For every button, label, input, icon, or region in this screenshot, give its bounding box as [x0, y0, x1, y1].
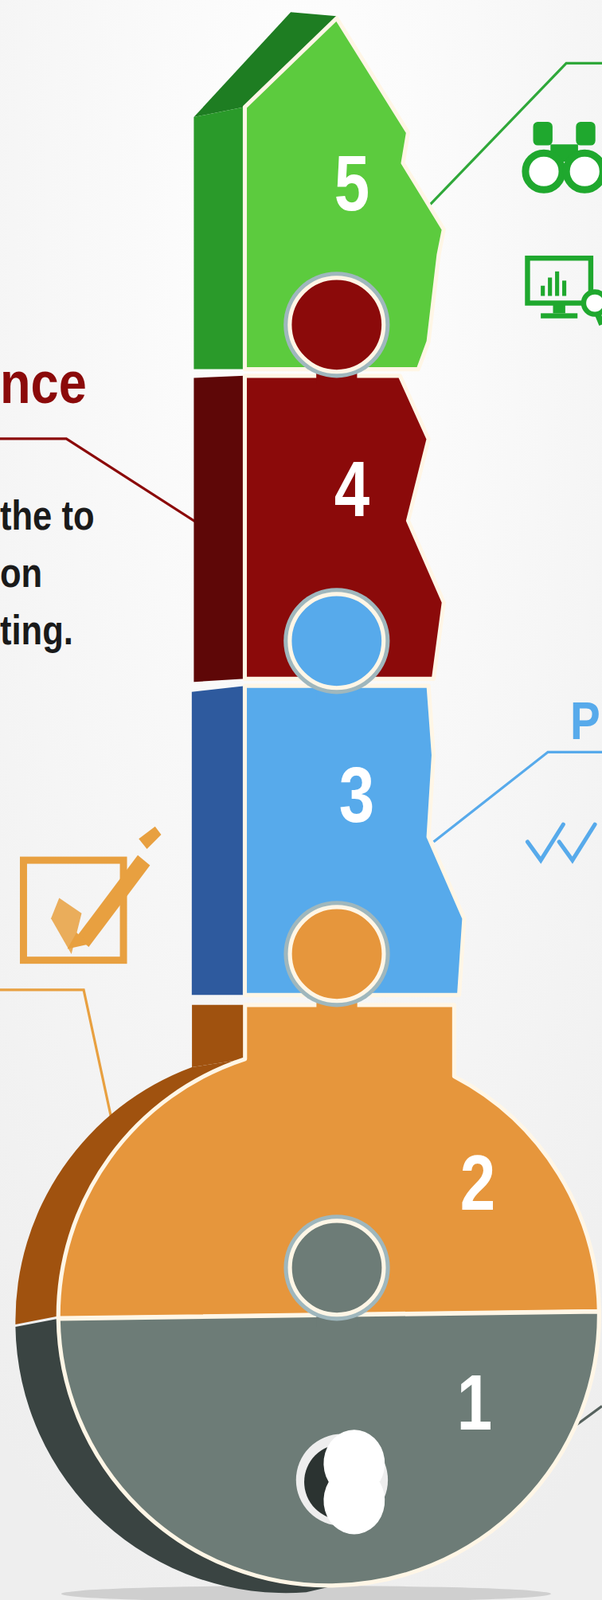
icon-part [566, 152, 602, 190]
step-number: 2 [425, 1139, 530, 1228]
piece-outline [191, 685, 246, 995]
icon-part [552, 303, 565, 314]
icon-part [555, 271, 559, 297]
icon-part [76, 855, 150, 947]
icon-part [559, 824, 595, 860]
step-number: 1 [422, 1359, 527, 1447]
icon-part [138, 826, 161, 849]
icon-part [562, 280, 567, 296]
checkmarks-icon [527, 824, 595, 860]
step-number: 3 [304, 751, 410, 840]
piece-outline [283, 1214, 390, 1321]
body-text: the to on ting. [0, 487, 100, 659]
piece-outline [283, 900, 390, 1007]
icon-part [597, 312, 602, 325]
monitor-icon [527, 258, 602, 325]
step-number: 4 [299, 445, 404, 534]
icon-part [540, 285, 545, 297]
heading-text: P [570, 685, 602, 758]
step-number: 5 [299, 140, 404, 228]
piece-outline [323, 1429, 385, 1534]
icon-part [547, 277, 552, 297]
piece-outline [289, 906, 384, 1001]
piece-outline [283, 587, 390, 694]
icon-part [576, 122, 595, 145]
piece-outline [289, 594, 384, 688]
icon-part [525, 152, 563, 190]
piece-outline [191, 1004, 246, 1068]
piece-outline [193, 107, 245, 370]
puzzle-piece: 1 [10, 1210, 602, 1596]
piece-outline [58, 1004, 599, 1318]
edit-icon [23, 826, 161, 961]
piece-outline [289, 1220, 384, 1315]
heading-text: nce [0, 347, 139, 419]
piece-outline [193, 375, 245, 682]
icon-part [50, 898, 82, 954]
leader-line [402, 62, 602, 233]
piece-outline [283, 271, 390, 378]
piece-outline [58, 1311, 599, 1586]
leader-line [0, 989, 113, 1123]
leader-line [433, 751, 602, 842]
binoculars-icon [525, 122, 602, 191]
icon-part [533, 122, 552, 145]
piece-shape [10, 1210, 602, 1596]
icon-part [540, 312, 578, 318]
icon-part [583, 291, 602, 314]
piece-outline [289, 277, 384, 372]
icon-part [527, 258, 591, 303]
